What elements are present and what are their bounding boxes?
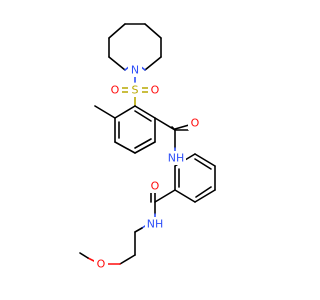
amide-2-oxygen-label: O — [151, 180, 160, 193]
amide-1-nh-label: NH — [168, 152, 185, 165]
benzene-ring-b — [174, 153, 216, 203]
molecule-structure: N S O O O NH O NH O — [79, 23, 216, 271]
methoxy-oxygen-label: O — [97, 258, 106, 271]
atom-labels: N S O O O NH O NH O — [94, 63, 202, 271]
amide-2 — [150, 189, 176, 219]
amide-2-nh-label: NH — [147, 218, 164, 231]
sulfur-label: S — [132, 84, 139, 97]
methyl-bond — [94, 105, 116, 119]
sulfonyl-oxygen-left-label: O — [111, 84, 120, 97]
amide-1-oxygen-label: O — [191, 117, 200, 130]
sulfonyl-group — [120, 87, 150, 107]
azepane-ring — [108, 23, 162, 71]
sulfonyl-oxygen-right-label: O — [151, 84, 160, 97]
benzene-ring-a — [114, 105, 156, 154]
molecule-drawing: N S O O O NH O NH O — [79, 23, 216, 271]
methoxyethyl-chain — [79, 223, 149, 265]
azepane-nitrogen-label: N — [131, 64, 139, 77]
